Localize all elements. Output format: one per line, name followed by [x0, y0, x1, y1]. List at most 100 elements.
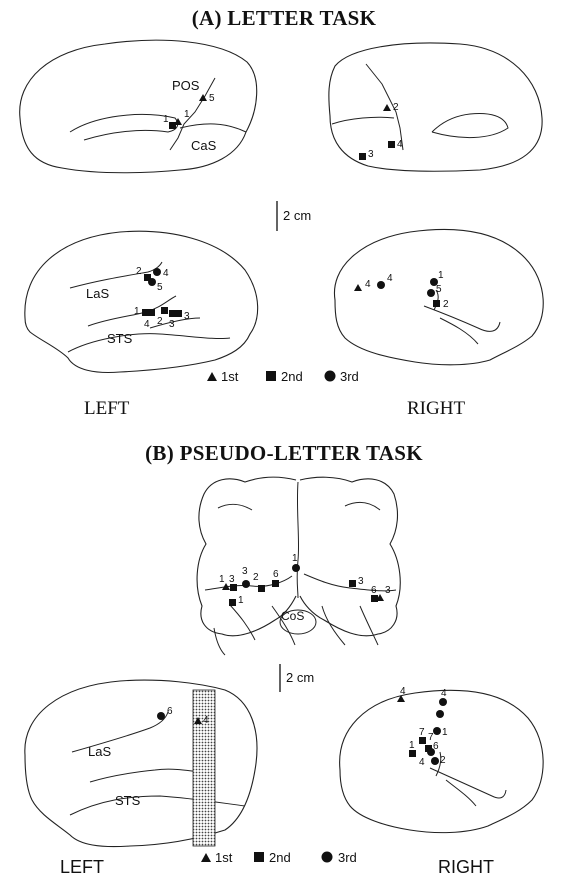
marker-triangle — [397, 695, 405, 702]
marker-number: 3 — [184, 311, 190, 322]
legend-second-label: 2nd — [269, 850, 291, 865]
marker-square — [161, 307, 168, 314]
marker-number: 2 — [440, 755, 446, 766]
panel-a-medial-left-hemisphere — [19, 39, 258, 174]
panel-b-title: (B) PSEUDO-LETTER TASK — [145, 441, 423, 465]
marker-number: 7 — [428, 732, 434, 743]
marker-circle — [292, 564, 300, 572]
marker-number: 4 — [419, 757, 425, 768]
marker-number: 3 — [358, 576, 364, 587]
marker-number: 3 — [242, 566, 248, 577]
marker-number: 3 — [385, 585, 391, 596]
marker-triangle — [354, 284, 362, 291]
sulcus-label-sts: STS — [107, 331, 133, 346]
marker-circle — [148, 278, 156, 286]
marker-circle — [436, 710, 444, 718]
marker-circle — [439, 698, 447, 706]
marker-square — [169, 122, 176, 129]
marker-circle — [377, 281, 385, 289]
marker-square — [359, 153, 366, 160]
legend-circle — [324, 370, 336, 382]
marker-number: 5 — [209, 93, 215, 104]
marker-triangle — [194, 717, 202, 724]
marker-triangle — [222, 583, 230, 590]
marker-number: 2 — [157, 316, 163, 327]
marker-number: 3 — [229, 574, 235, 585]
marker-number: 6 — [433, 741, 439, 752]
marker-square — [409, 750, 416, 757]
legend-first-label: 1st — [215, 850, 233, 865]
marker-number: 6 — [167, 706, 173, 717]
marker-number: 5 — [157, 282, 163, 293]
panel-b-legend: 1st 2nd 3rd — [201, 850, 357, 865]
panel-b-left-label: LEFT — [60, 857, 105, 877]
panel-b-lateral-right-hemisphere — [339, 689, 544, 834]
marker-square — [148, 309, 155, 316]
legend-third-label: 3rd — [340, 369, 359, 384]
marker-number: 2 — [136, 266, 142, 277]
panel-b-scale-label: 2 cm — [286, 670, 315, 685]
marker-number: 1 — [219, 574, 225, 585]
panel-a-legend: 1st 2nd 3rd — [207, 369, 359, 384]
legend-square — [266, 371, 276, 381]
marker-circle — [430, 278, 438, 286]
marker-number: 6 — [273, 569, 279, 580]
legend-circle — [321, 851, 333, 863]
marker-square — [258, 585, 265, 592]
marker-number: 4 — [203, 715, 209, 726]
marker-circle — [427, 748, 435, 756]
sulcus-label-cas: CaS — [191, 138, 217, 153]
marker-number: 6 — [371, 585, 377, 596]
marker-square — [433, 300, 440, 307]
marker-number: 5 — [436, 284, 442, 295]
panel-b-ventral-view — [196, 476, 401, 656]
marker-square — [142, 309, 149, 316]
panel-b-lateral-left-hemisphere — [24, 679, 258, 848]
marker-number: 1 — [134, 306, 140, 317]
legend-triangle — [201, 853, 211, 862]
sulcus-label-pos: POS — [172, 78, 200, 93]
marker-circle — [157, 712, 165, 720]
legend-triangle — [207, 372, 217, 381]
sulcus-label-las: LaS — [86, 286, 109, 301]
marker-square — [169, 310, 176, 317]
marker-number: 2 — [253, 572, 259, 583]
marker-square — [272, 580, 279, 587]
marker-circle — [153, 268, 161, 276]
marker-number: 3 — [368, 149, 374, 160]
marker-number: 4 — [397, 139, 403, 150]
marker-square — [229, 599, 236, 606]
marker-number: 2 — [443, 299, 449, 310]
sulcus-label-las: LaS — [88, 744, 111, 759]
marker-triangle — [376, 594, 384, 601]
marker-circle — [433, 727, 441, 735]
marker-number: 4 — [400, 686, 406, 697]
panel-a-medial-right-hemisphere — [328, 42, 543, 172]
marker-square — [419, 737, 426, 744]
marker-number: 4 — [387, 273, 393, 284]
panel-a-left-label: LEFT — [84, 398, 130, 419]
marker-circle — [242, 580, 250, 588]
sulcus-label-sts: STS — [115, 793, 141, 808]
panel-a-title: (A) LETTER TASK — [191, 6, 377, 30]
marker-square — [230, 584, 237, 591]
marker-square — [175, 310, 182, 317]
marker-square — [388, 141, 395, 148]
panel-a-right-label: RIGHT — [407, 398, 466, 419]
legend-second-label: 2nd — [281, 369, 303, 384]
marker-number: 1 — [184, 109, 190, 120]
panel-a-scale-label: 2 cm — [283, 208, 312, 223]
marker-number: 2 — [393, 102, 399, 113]
resection-region — [192, 689, 216, 847]
marker-number: 4 — [144, 319, 150, 330]
marker-number: 3 — [169, 319, 175, 330]
marker-circle — [427, 289, 435, 297]
marker-triangle — [199, 94, 207, 101]
marker-triangle — [383, 104, 391, 111]
marker-number: 1 — [238, 595, 244, 606]
panel-a-lateral-right-hemisphere — [333, 228, 544, 366]
marker-number: 4 — [365, 279, 371, 290]
marker-number: 4 — [441, 688, 447, 699]
legend-third-label: 3rd — [338, 850, 357, 865]
